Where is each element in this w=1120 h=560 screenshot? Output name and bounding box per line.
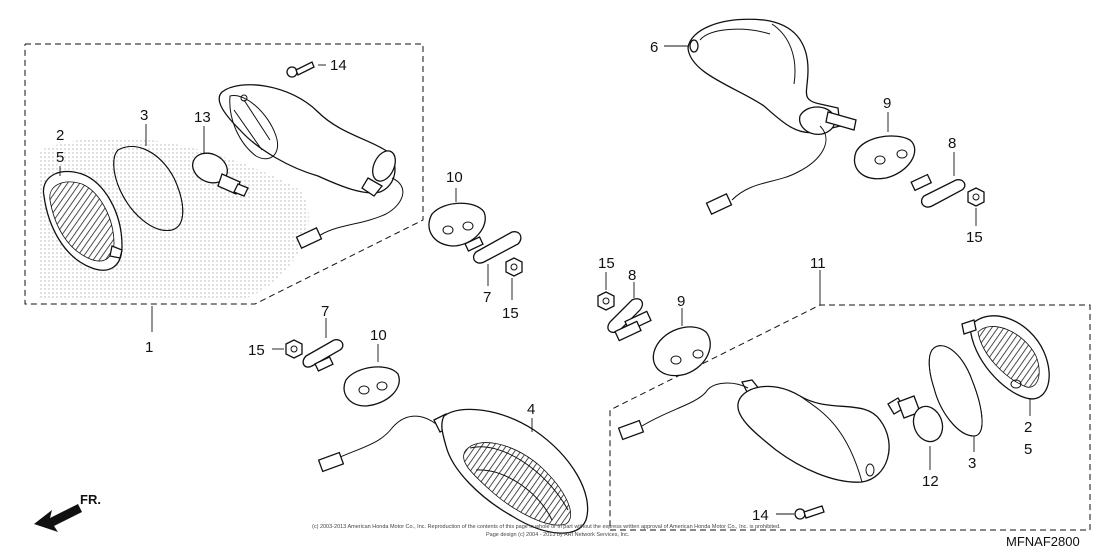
- plate-part-7-lower: [302, 318, 344, 372]
- parts-middle-upper: [428, 188, 523, 300]
- callout-6: 6: [650, 39, 658, 56]
- callout-2-right: 2: [1024, 419, 1032, 436]
- assembly-1-left-front-winker: [24, 43, 424, 305]
- lens-part-2: [42, 170, 123, 271]
- callout-15-upper-right: 15: [966, 229, 983, 246]
- callout-5-right: 5: [1024, 441, 1032, 458]
- winker-housing-left: [218, 84, 396, 197]
- wire-part-6: [731, 125, 827, 201]
- callout-14-right: 14: [752, 507, 769, 524]
- rubber-part-10-lower: [343, 344, 400, 407]
- callout-11: 11: [810, 255, 826, 272]
- callout-14-left: 14: [330, 57, 347, 74]
- callout-10-lower: 10: [370, 327, 387, 344]
- callout-12: 12: [922, 473, 939, 490]
- parts-right-upper: [853, 112, 985, 226]
- nut-part-15-lower-right: [597, 272, 615, 311]
- plate-part-7-upper: [464, 231, 522, 286]
- screw-part-14-right: [776, 505, 825, 520]
- callout-5-left: 5: [56, 149, 64, 166]
- nut-part-15-upper: [505, 257, 523, 300]
- wire-part-11: [641, 382, 749, 427]
- callout-4: 4: [527, 401, 535, 418]
- connector-left: [295, 227, 323, 249]
- diagram-code: MFNAF2800: [1006, 534, 1080, 549]
- callout-15-upper: 15: [502, 305, 519, 322]
- bulb-part-12: [887, 395, 944, 470]
- callout-numbers: 1 2 5 3 13 14 10 7 15 7 15 10 4 6 9 8 15…: [56, 39, 1032, 524]
- callout-1: 1: [145, 339, 153, 356]
- plate-part-8-upper: [910, 152, 966, 208]
- parts-middle-lower: [272, 318, 400, 407]
- bulb-part-13: [191, 152, 249, 197]
- callout-8-lower: 8: [628, 267, 636, 284]
- callout-7-lower: 7: [321, 303, 329, 320]
- callout-13: 13: [194, 109, 211, 126]
- front-direction-label: FR.: [80, 492, 101, 507]
- lens-part-2-right: [961, 315, 1050, 416]
- wire-left: [315, 177, 404, 239]
- rubber-part-10-upper: [428, 188, 486, 247]
- callout-15-lower-left: 15: [248, 342, 265, 359]
- winker-part-4: [317, 408, 589, 534]
- left-leaders: [59, 64, 326, 332]
- assembly-11-frame: [609, 304, 1091, 531]
- callout-10-upper: 10: [446, 169, 463, 186]
- nut-part-15-lower-left: [272, 339, 303, 359]
- assembly-1-frame: [24, 43, 424, 305]
- nut-part-15-upper-right: [967, 187, 985, 226]
- winker-part-6: [664, 18, 857, 215]
- callout-9-upper: 9: [883, 95, 891, 112]
- rubber-part-9-upper: [853, 112, 916, 180]
- callout-3-right: 3: [968, 455, 976, 472]
- rubber-part-9-lower: [652, 308, 711, 377]
- copyright-line-1: (c) 2003-2013 American Honda Motor Co., …: [312, 524, 781, 530]
- callout-8-upper: 8: [948, 135, 956, 152]
- assembly-11-right-front-winker: [597, 270, 1091, 531]
- winker-housing-right: [617, 379, 890, 483]
- copyright-line-2: Page design (c) 2004 - 2013 by ARI Netwo…: [486, 532, 630, 538]
- callout-9-lower: 9: [677, 293, 685, 310]
- wire-part-4: [337, 415, 437, 459]
- screw-part-14-left: [286, 61, 315, 78]
- callout-3-left: 3: [140, 107, 148, 124]
- front-direction-arrow: FR.: [34, 492, 101, 532]
- callout-2-left: 2: [56, 127, 64, 144]
- callout-7-upper: 7: [483, 289, 491, 306]
- callout-15-lower-right: 15: [598, 255, 615, 272]
- plate-part-8-lower: [607, 282, 652, 342]
